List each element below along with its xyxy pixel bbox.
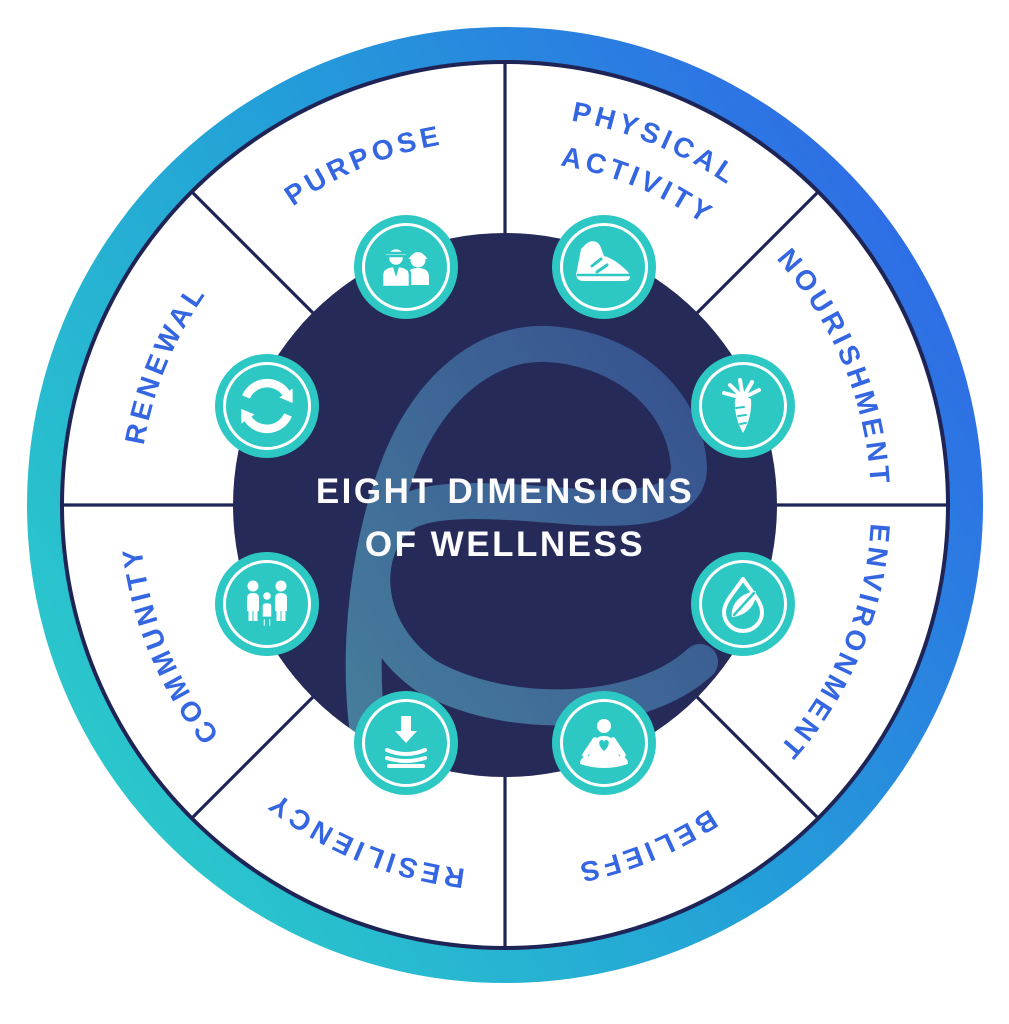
- refresh-arrows-icon: [215, 354, 319, 458]
- center-title-line1: EIGHT DIMENSIONS: [316, 472, 694, 511]
- workers-icon: [354, 215, 458, 319]
- watermark-script-e: [345, 325, 718, 777]
- carrot-icon: [691, 354, 795, 458]
- people-group-icon: [215, 552, 319, 656]
- leaf-droplet-icon: [691, 552, 795, 656]
- sneaker-icon: [552, 215, 656, 319]
- center-title-line2: OF WELLNESS: [365, 525, 645, 564]
- meditation-icon: [552, 691, 656, 795]
- compression-arrow-icon: [354, 691, 458, 795]
